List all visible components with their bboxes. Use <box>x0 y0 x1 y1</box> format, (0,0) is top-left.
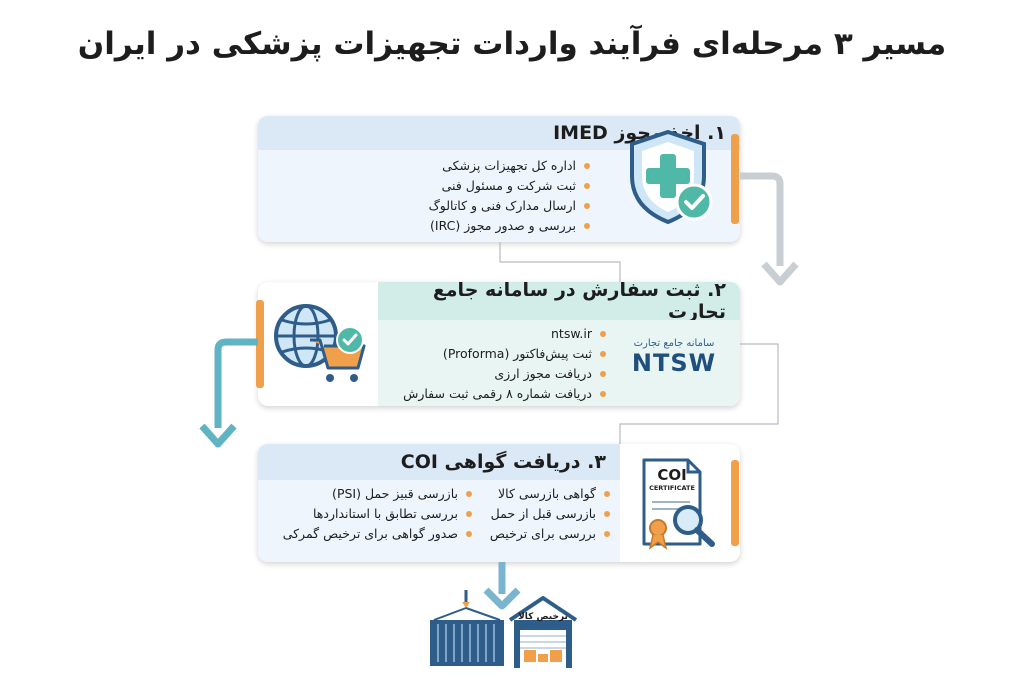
ntsw-logo-caption: سامانه جامع تجارت <box>633 338 715 349</box>
list-item: دریافت شماره ۸ رقمی ثبت سفارش <box>403 384 608 404</box>
list-item: بازرسی قبل از حمل <box>490 504 612 524</box>
step-2-header: ۲. ثبت سفارش در سامانه جامع تجارت <box>378 282 740 323</box>
container-crane-icon <box>430 590 504 666</box>
step-1-list: اداره کل تجهیزات پزشکی ثبت شرکت و مسئول … <box>429 156 592 236</box>
coi-certificate-subtitle: CERTIFICATE <box>649 484 695 492</box>
step-2-body: ntsw.ir ثبت پیش‌فاکتور (Proforma) دریافت… <box>378 320 740 406</box>
globe-cart-icon <box>274 304 366 382</box>
list-item: بررسی تطابق با استانداردها <box>283 504 474 524</box>
ntsw-logo-text: NTSW <box>631 349 717 377</box>
list-item: بررسی برای ترخیص <box>490 524 612 544</box>
step-3-header: ۳. دریافت گواهی COI <box>258 444 620 480</box>
list-item: گواهی بازرسی کالا <box>490 484 612 504</box>
list-item: بررسی و صدور مجوز (IRC) <box>429 216 592 236</box>
step-2-title: ۲. ثبت سفارش در سامانه جامع تجارت <box>432 282 726 323</box>
step-2-accent-tab <box>256 300 264 388</box>
shield-check-icon <box>630 129 713 225</box>
list-item: ثبت پیش‌فاکتور (Proforma) <box>403 344 608 364</box>
page-title: مسیر ۳ مرحله‌ای فرآیند واردات تجهیزات پز… <box>77 26 947 62</box>
list-item: ثبت شرکت و مسئول فنی <box>429 176 592 196</box>
list-item: صدور گواهی برای ترخیص گمرکی <box>283 524 474 544</box>
step-2-list: ntsw.ir ثبت پیش‌فاکتور (Proforma) دریافت… <box>403 324 608 404</box>
warehouse-label: ترخیص کالا <box>518 612 568 622</box>
list-item: اداره کل تجهیزات پزشکی <box>429 156 592 176</box>
list-item: دریافت مجوز ارزی <box>403 364 608 384</box>
step-1-accent-tab <box>731 134 739 224</box>
step-3-list-left: بازرسی قبیز حمل (PSI) بررسی تطابق با است… <box>283 484 474 544</box>
warehouse-icon: ترخیص کالا <box>508 594 578 670</box>
step-3-accent-tab <box>731 460 739 546</box>
ntsw-logo: سامانه جامع تجارت NTSW <box>624 338 724 377</box>
list-item: بازرسی قبیز حمل (PSI) <box>283 484 474 504</box>
coi-certificate-title: COI <box>657 466 687 484</box>
step-3-title: ۳. دریافت گواهی COI <box>400 451 606 473</box>
list-item: ارسال مدارک فنی و کاتالوگ <box>429 196 592 216</box>
list-item: ntsw.ir <box>403 324 608 344</box>
step-3-list-right: گواهی بازرسی کالا بازرسی قبل از حمل بررس… <box>490 484 612 544</box>
coi-certificate-icon: COI CERTIFICATE <box>636 456 726 552</box>
step-3-body: گواهی بازرسی کالا بازرسی قبل از حمل بررس… <box>258 480 620 562</box>
